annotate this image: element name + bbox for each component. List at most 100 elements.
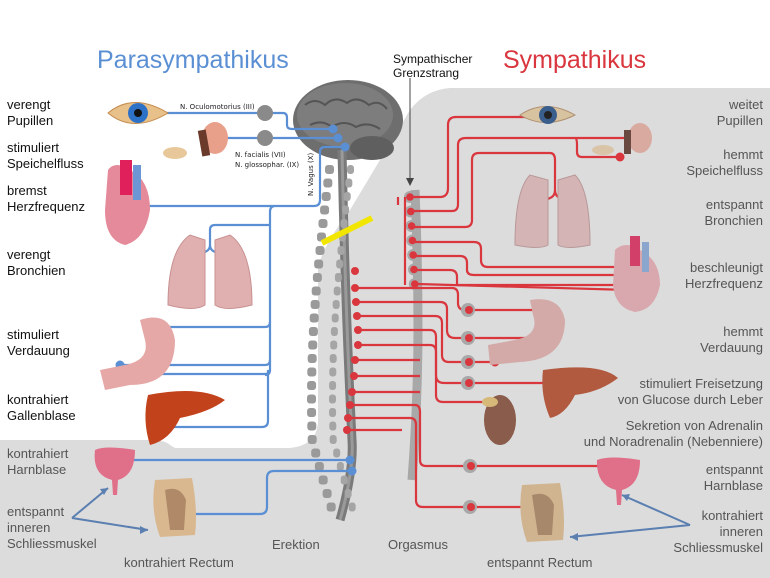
vertebra [309, 313, 319, 323]
vertebra-process [329, 354, 337, 363]
rectum-icon-parasympathetic [153, 478, 196, 537]
vertebra [307, 381, 317, 390]
vertebra [310, 300, 320, 309]
vertebra-process [333, 448, 341, 458]
stomach-icon-parasympathetic [100, 317, 175, 390]
pathway-heart-3 [416, 268, 630, 287]
spinal-origin [350, 372, 358, 380]
symp-effect-sphincter: kontrahiert inneren Schliessmuskel [673, 508, 763, 555]
vertebra [307, 394, 317, 404]
ganglion-synapse [467, 462, 475, 470]
para-effect-gallbladder: kontrahiert Gallenblase [7, 392, 76, 423]
symp-effect-heart: beschleunigt Herzfrequenz [684, 260, 763, 291]
vertebra [311, 286, 321, 296]
vertebra [307, 354, 317, 363]
brain-icon [293, 80, 403, 160]
trunk-ganglion-synapse [408, 236, 417, 245]
ganglion-synapse [465, 306, 473, 314]
vertebra [326, 502, 336, 512]
vertebra [307, 408, 317, 417]
trunk-pointer-arrowhead [406, 178, 414, 186]
parasympathetic-endpoint [340, 142, 350, 152]
pathway-stomach-2 [356, 300, 535, 340]
vertebra [314, 259, 324, 269]
vertebra [312, 273, 322, 282]
salivary-gland-icon-parasympathetic [163, 122, 228, 159]
symp-effect-digestion: hemmt Verdauung [700, 324, 763, 355]
para-effect-saliva: stimuliert Speichelfluss [7, 140, 84, 171]
vertebra [318, 475, 328, 485]
vertebra-process [329, 367, 337, 377]
symp-effect-saliva: hemmt Speichelfluss [686, 147, 763, 178]
spinal-origin [348, 388, 356, 396]
symp-effect-pupils: weitet Pupillen [716, 97, 763, 128]
trunk-ganglia [404, 191, 421, 290]
vertebra [307, 421, 317, 431]
pathway-heart-1 [414, 240, 630, 269]
vertebra [320, 205, 330, 215]
arrowheads [100, 488, 630, 541]
pathway-adrenal [358, 343, 490, 404]
ganglion-synapse [465, 334, 473, 342]
para-effect-sphincter: entspannt inneren Schliessmuskel [7, 504, 97, 551]
vertebra-process [343, 192, 351, 201]
vertebra-process [329, 435, 337, 444]
eye-icon-parasympathetic [107, 102, 169, 124]
symp-effect-orgasm: Orgasmus [388, 537, 448, 552]
sympathetic-title: Sympathikus [503, 46, 647, 74]
organ-endpoint [615, 152, 625, 162]
pathway-intestine [357, 314, 495, 364]
vertebra-process [332, 300, 340, 309]
cervical-marker [320, 215, 374, 246]
vertebra-process [348, 502, 356, 512]
sphincter-arrows-parasympathetic [71, 487, 149, 531]
symp-effect-bronchi: entspannt Bronchien [704, 197, 763, 228]
sympathetic-pathways [347, 115, 640, 509]
lungs-icon-sympathetic [514, 174, 591, 248]
vertebra [308, 340, 318, 350]
vagus-nerve-label: N. Vagus (X) [307, 152, 315, 196]
parasympathetic-endpoint [328, 124, 338, 134]
vertebra-process [340, 475, 348, 485]
pathway-liver [160, 370, 270, 429]
parasympathetic-title: Parasympathikus [97, 46, 289, 74]
ganglion-synapse [467, 503, 475, 511]
para-effect-bladder: kontrahiert Harnblase [7, 446, 69, 477]
spinal-origin [353, 312, 361, 320]
kidney-icon-sympathetic [482, 395, 516, 445]
para-effect-pupils: verengt Pupillen [7, 97, 54, 128]
vertebra [311, 448, 321, 458]
pathway-eye [150, 111, 333, 131]
vertebra [307, 435, 317, 444]
spinal-origin [354, 326, 362, 334]
salivary-gland-icon-sympathetic [592, 123, 652, 155]
spinal-origin [351, 356, 359, 364]
vertebra-process [345, 178, 353, 188]
ganglion-synapse [465, 379, 473, 387]
trunk-ganglion-synapse [411, 280, 419, 288]
spinal-origin [343, 426, 351, 434]
vertebra-process [331, 313, 339, 323]
vertebra [322, 489, 332, 498]
liver-icon-parasympathetic [145, 391, 225, 445]
symp-effect-bladder: entspannt Harnblase [703, 462, 763, 493]
sympathetic-ganglia [461, 303, 477, 514]
pathway-eye [410, 115, 540, 199]
lungs-icon-parasympathetic [167, 234, 253, 309]
para-effect-erection: Erektion [272, 537, 320, 552]
pathway-stomach-2 [120, 359, 272, 367]
pathway-ramus-4 [350, 403, 617, 468]
para-effect-rectum: kontrahiert Rectum [124, 555, 234, 570]
stomach-icon-sympathetic [488, 299, 565, 365]
vertebra-process [329, 394, 337, 404]
liver-icon-sympathetic [542, 367, 618, 418]
vertebra [314, 462, 324, 471]
vertebra-process [337, 246, 345, 255]
eye-icon-sympathetic [519, 106, 577, 124]
parasympathetic-pathways [108, 111, 352, 516]
heart-icon-sympathetic [613, 236, 660, 312]
rectum-icon-sympathetic [520, 483, 564, 542]
para-effect-bronchi: verengt Bronchien [7, 247, 66, 278]
vertebra [318, 219, 328, 228]
